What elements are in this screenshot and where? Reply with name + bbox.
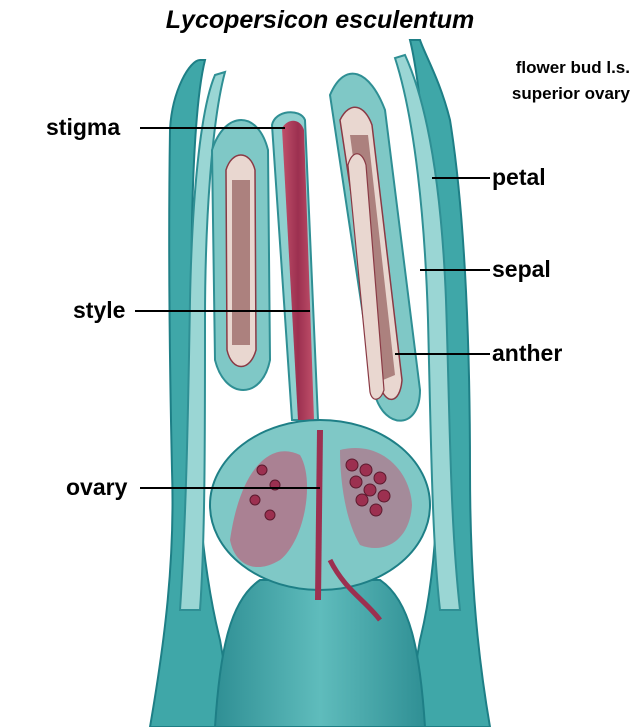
- leader-lines: [135, 127, 490, 489]
- figure-title: Lycopersicon esculentum: [165, 6, 475, 34]
- petal-tissue: [178, 53, 462, 611]
- label-style: style: [73, 297, 126, 323]
- label-petal: petal: [492, 164, 546, 190]
- anther-right: [328, 72, 422, 422]
- label-ovary: ovary: [66, 474, 128, 500]
- label-anther: anther: [492, 340, 563, 366]
- ovary-tissue: [209, 419, 431, 622]
- style-tissue: [270, 111, 320, 421]
- receptacle: [213, 579, 427, 727]
- label-stigma: stigma: [46, 114, 121, 140]
- caption-line-2: superior ovary: [511, 84, 630, 103]
- label-sepal: sepal: [492, 256, 551, 282]
- anther-left: [210, 119, 272, 391]
- caption-line-1: flower bud l.s.: [515, 58, 630, 77]
